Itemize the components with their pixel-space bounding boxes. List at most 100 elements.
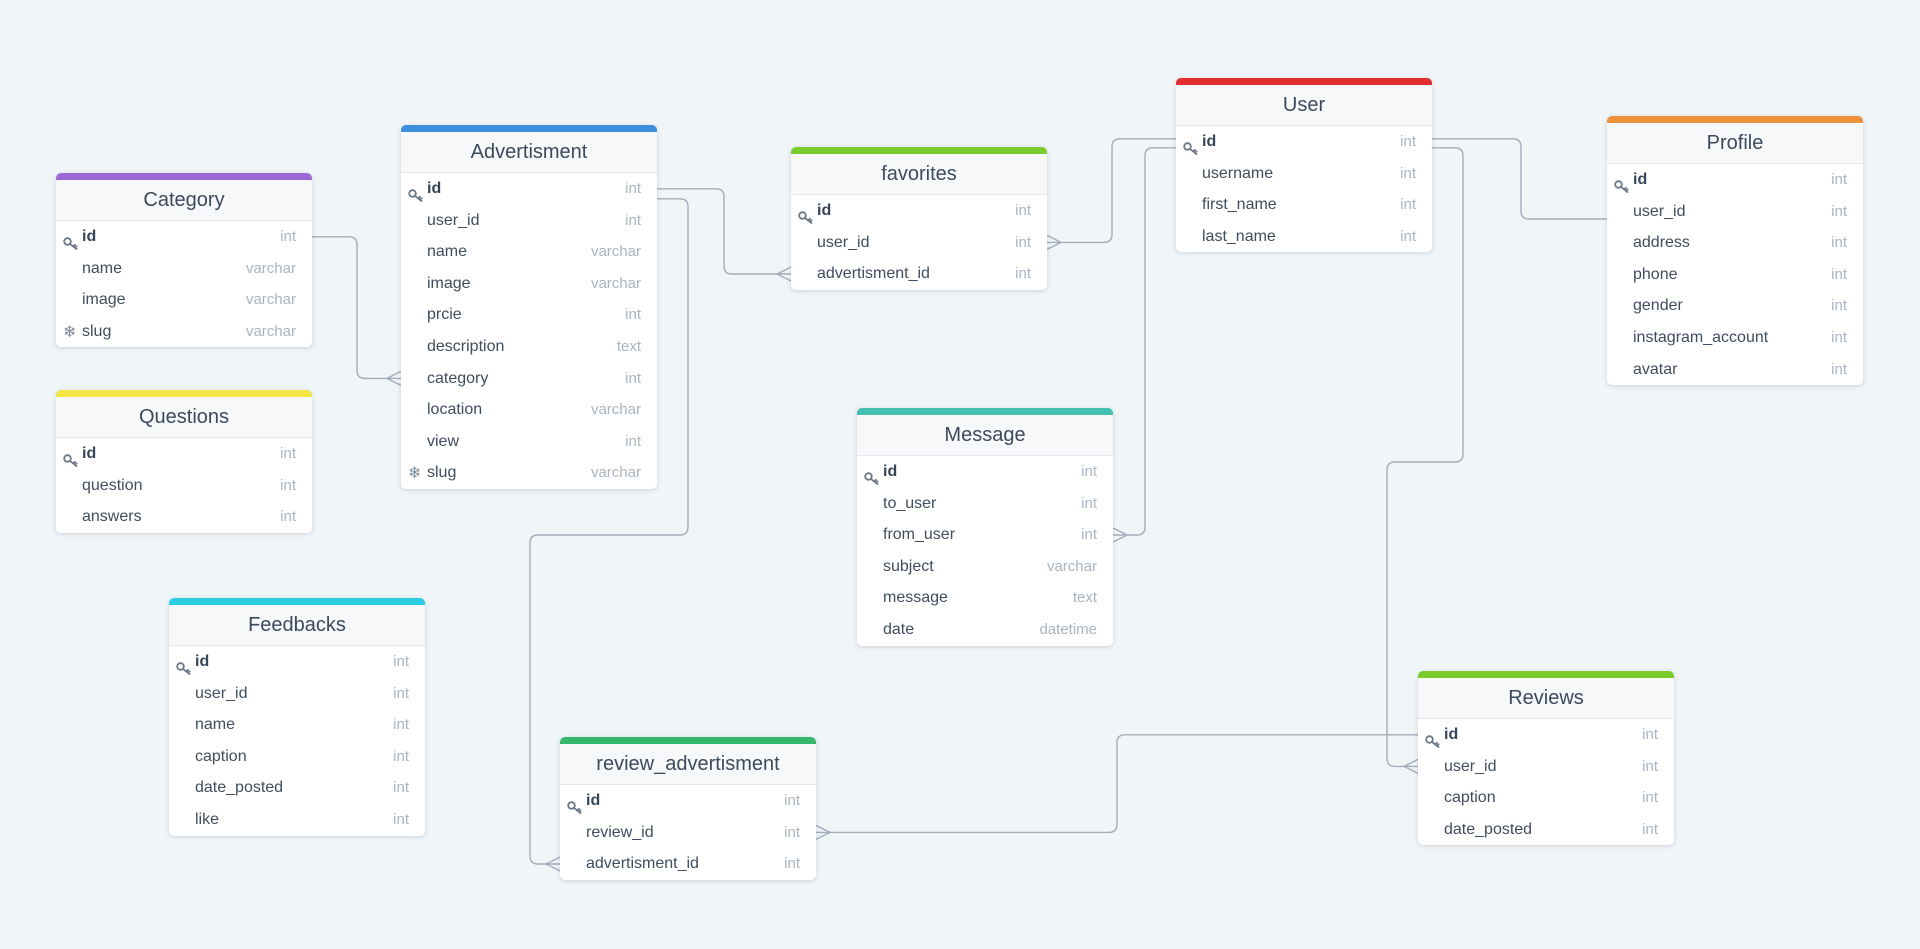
table-header[interactable]: Feedbacks [169, 605, 425, 646]
field-name: date_posted [1444, 820, 1533, 838]
field-name: id [586, 792, 601, 809]
field-name: advertisment_id [817, 265, 930, 283]
table-color-bar [1418, 671, 1674, 678]
field-name: username [1202, 164, 1274, 182]
field-name: id [1633, 171, 1648, 188]
field-type: int [625, 180, 641, 197]
table-header[interactable]: Category [56, 180, 312, 221]
table-header[interactable]: Questions [56, 397, 312, 438]
relation-user-message[interactable] [1113, 147, 1176, 536]
table-header[interactable]: Reviews [1418, 678, 1674, 719]
relation-user-favorites[interactable] [1047, 138, 1176, 244]
field-type: int [1642, 757, 1658, 775]
key-icon [408, 182, 423, 202]
field-type: int [1831, 265, 1847, 283]
field-name: id [195, 653, 210, 670]
relation-advertisment-favorites[interactable] [657, 188, 791, 275]
field-type: int [1081, 494, 1097, 512]
table-header[interactable]: favorites [791, 154, 1047, 195]
field-name: image [427, 274, 471, 292]
crows-foot-icon [815, 824, 831, 841]
relation-reviews-review-advertisment[interactable] [816, 734, 1418, 834]
table-header[interactable]: review_advertisment [560, 744, 816, 785]
relation-category-advertisment[interactable] [312, 236, 401, 380]
key-icon [1614, 173, 1629, 193]
field-name: id [82, 445, 97, 462]
table-color-bar [791, 147, 1047, 154]
field-type: int [393, 653, 409, 670]
table-header[interactable]: Message [857, 415, 1113, 456]
field-row-id[interactable]: id int [401, 173, 657, 205]
field-row-id[interactable]: id int [169, 646, 425, 678]
relation-user-profile[interactable] [1432, 138, 1607, 220]
table-header[interactable]: Advertisment [401, 132, 657, 173]
field-name: id [427, 180, 442, 197]
crows-foot-icon [545, 856, 561, 872]
field-type: int [625, 432, 641, 450]
table-header[interactable]: User [1176, 85, 1432, 126]
table-header[interactable]: Profile [1607, 123, 1863, 164]
field-type: int [393, 684, 409, 702]
